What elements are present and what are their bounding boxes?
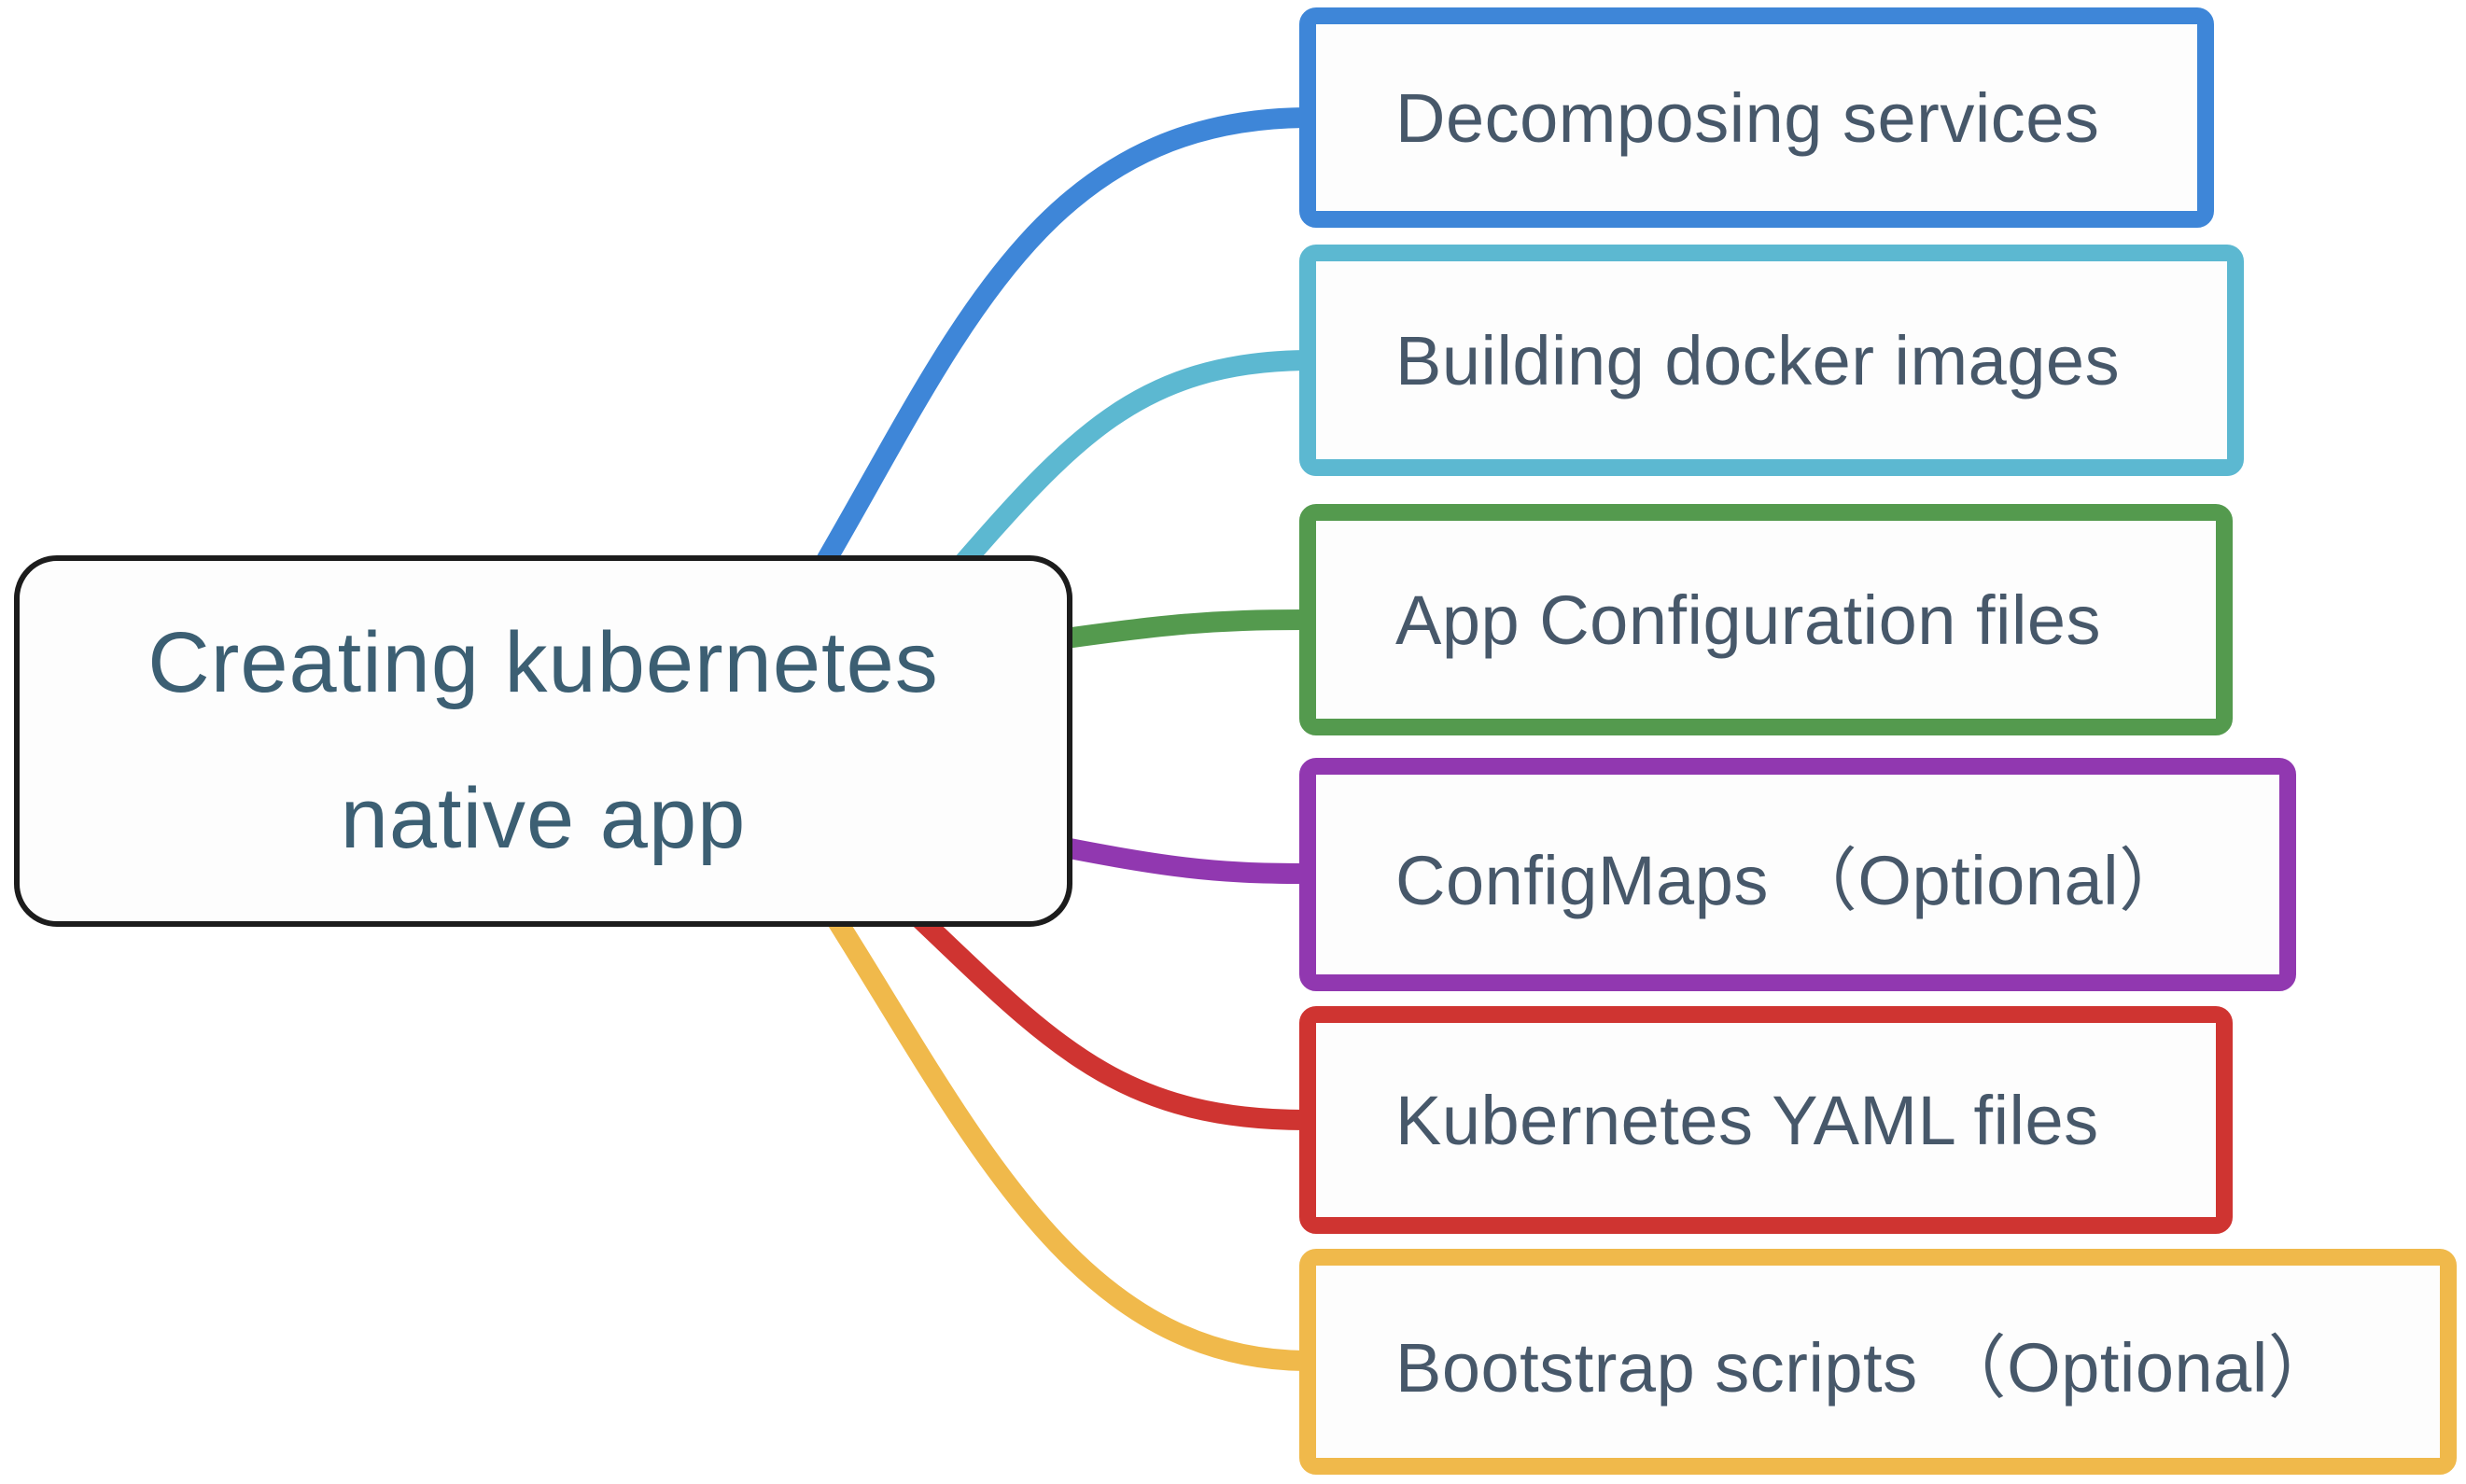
root-label-line-2: native app: [340, 771, 747, 866]
root-node-creating-kubernetes-native-app[interactable]: Creating kubernetes native app: [14, 555, 1072, 927]
branch-label: Decomposing services: [1395, 78, 2100, 157]
branch-label: App Configuration files: [1395, 581, 2102, 659]
connector-building-docker-images: [923, 350, 1317, 608]
connector-configmaps: [1016, 830, 1317, 884]
root-node-label: Creating kubernetes native app: [147, 585, 939, 898]
connector-app-configuration-files: [1016, 609, 1317, 654]
branch-label: Bootstrap scripts （Optional）: [1395, 1328, 2338, 1407]
branch-label: Kubernetes YAML files: [1395, 1081, 2099, 1159]
connector-kubernetes-yaml-files: [886, 886, 1317, 1130]
connector-decomposing-services: [783, 107, 1317, 626]
branch-node-configmaps-optional[interactable]: ConfigMaps （Optional）: [1299, 758, 2296, 991]
connector-bootstrap-scripts: [811, 886, 1322, 1372]
branch-node-building-docker-images[interactable]: Building docker images: [1299, 245, 2244, 476]
branch-label: ConfigMaps （Optional）: [1395, 841, 2189, 919]
branch-node-kubernetes-yaml-files[interactable]: Kubernetes YAML files: [1299, 1006, 2233, 1234]
branch-node-bootstrap-scripts-optional[interactable]: Bootstrap scripts （Optional）: [1299, 1249, 2457, 1475]
branch-node-app-configuration-files[interactable]: App Configuration files: [1299, 504, 2233, 735]
branch-label: Building docker images: [1395, 321, 2121, 399]
root-label-line-1: Creating kubernetes: [147, 614, 939, 710]
branch-node-decomposing-services[interactable]: Decomposing services: [1299, 7, 2214, 228]
